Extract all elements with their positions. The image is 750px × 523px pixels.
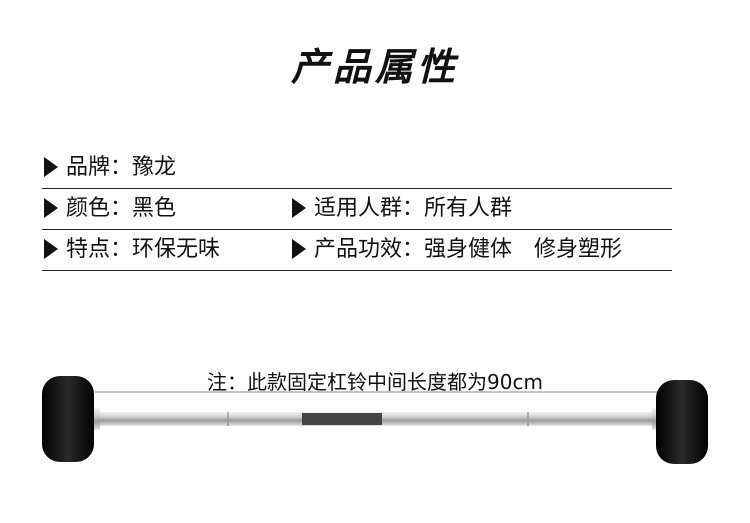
plate-left [42, 376, 94, 462]
attribute-row-1: 品牌：豫龙 [42, 148, 672, 189]
attr-color-label: 颜色： [66, 196, 133, 221]
attr-feature: 特点：环保无味 [44, 236, 220, 264]
attr-feature-value: 环保无味 [132, 237, 221, 262]
attr-brand: 品牌：豫龙 [44, 154, 176, 182]
plate-right [656, 380, 708, 464]
chevron-right-icon [44, 239, 58, 259]
attr-feature-label: 特点： [66, 237, 133, 262]
attr-audience: 适用人群：所有人群 [292, 195, 512, 223]
attr-audience-label: 适用人群： [314, 196, 425, 221]
attr-brand-label: 品牌： [66, 155, 133, 180]
attribute-row-3: 特点：环保无味 产品功效：强身健体 修身塑形 [42, 230, 672, 271]
attr-effect-label: 产品功效： [314, 237, 425, 262]
bar-grip-center [302, 413, 382, 425]
attr-brand-value: 豫龙 [132, 155, 177, 180]
chevron-right-icon [44, 198, 58, 218]
attribute-row-2: 颜色：黑色 适用人群：所有人群 [42, 189, 672, 230]
chevron-right-icon [44, 157, 58, 177]
attr-color-value: 黑色 [132, 196, 177, 221]
attr-color: 颜色：黑色 [44, 195, 176, 223]
chevron-right-icon [292, 239, 306, 259]
attr-audience-value: 所有人群 [424, 196, 513, 221]
page-title: 产品属性 [290, 44, 459, 89]
attr-effect: 产品功效：强身健体 修身塑形 [292, 236, 622, 264]
length-note: 注：此款固定杠铃中间长度都为90cm [207, 370, 543, 394]
chevron-right-icon [292, 198, 306, 218]
attr-effect-value: 强身健体 修身塑形 [424, 237, 623, 262]
attribute-table: 品牌：豫龙 颜色：黑色 适用人群：所有人群 特点：环保无味 产品功效：强身健体 … [42, 148, 672, 271]
